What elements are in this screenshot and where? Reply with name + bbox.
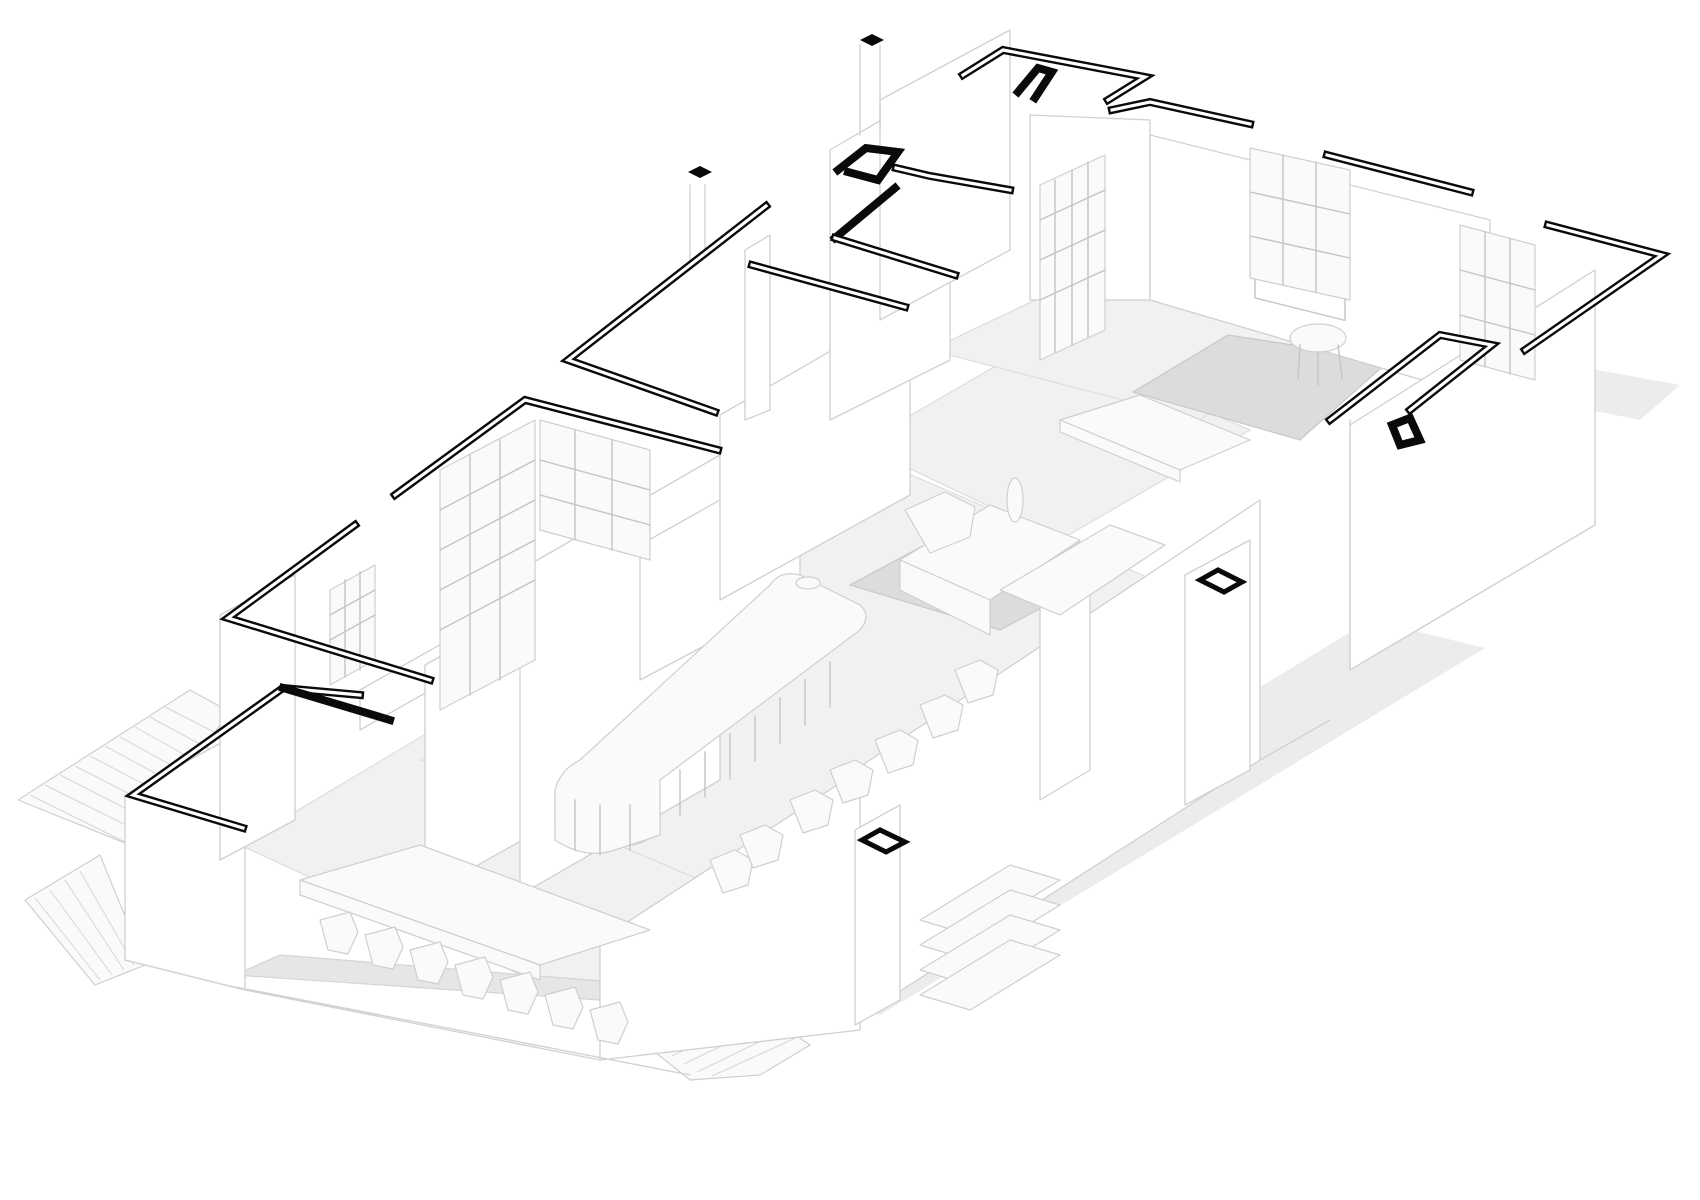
ornate-screen [1039, 154, 1106, 361]
bar-counter [554, 573, 867, 856]
lounge-chairs [709, 659, 999, 894]
structure-lines [124, 44, 1596, 1076]
left-deck [17, 689, 231, 986]
sofa-group [899, 477, 1166, 636]
cut-walls [124, 45, 1672, 833]
column-caps [688, 34, 1248, 855]
front-stair [919, 864, 1061, 1011]
dining-table [299, 844, 651, 1045]
back-bench [1059, 323, 1347, 483]
